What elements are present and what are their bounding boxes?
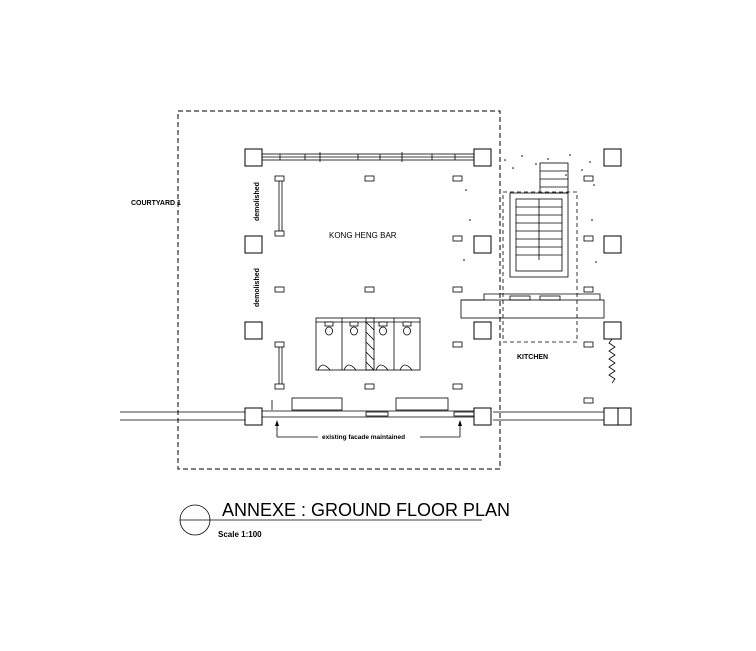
toilet-icon [324, 321, 412, 336]
secondary-columns [274, 175, 594, 404]
kitchen-hatch [463, 154, 597, 263]
stair-icon [509, 162, 569, 278]
kitchen-counter [460, 293, 605, 319]
demolished-walls [278, 181, 283, 384]
kitchen-zone [502, 191, 578, 343]
main-columns [244, 148, 632, 426]
facade-label: existing facade maintained [322, 434, 405, 441]
bottom-facade [262, 397, 475, 418]
street-lines [120, 411, 604, 421]
courtyard-label: COURTYARD 1 [131, 200, 181, 207]
facade-dimension [275, 420, 462, 438]
top-window-strip [261, 152, 475, 162]
drawing-title: ANNEXE : GROUND FLOOR PLAN [222, 500, 510, 520]
drawing-scale: Scale 1:100 [218, 530, 262, 539]
demolished-label-lower: demolished [254, 268, 261, 307]
east-wall-zigzag [608, 338, 616, 384]
demolished-label-upper: demolished [254, 182, 261, 221]
kitchen-label: KITCHEN [517, 354, 548, 361]
annexe-boundary [177, 110, 501, 470]
bar-label: KONG HENG BAR [329, 231, 397, 240]
